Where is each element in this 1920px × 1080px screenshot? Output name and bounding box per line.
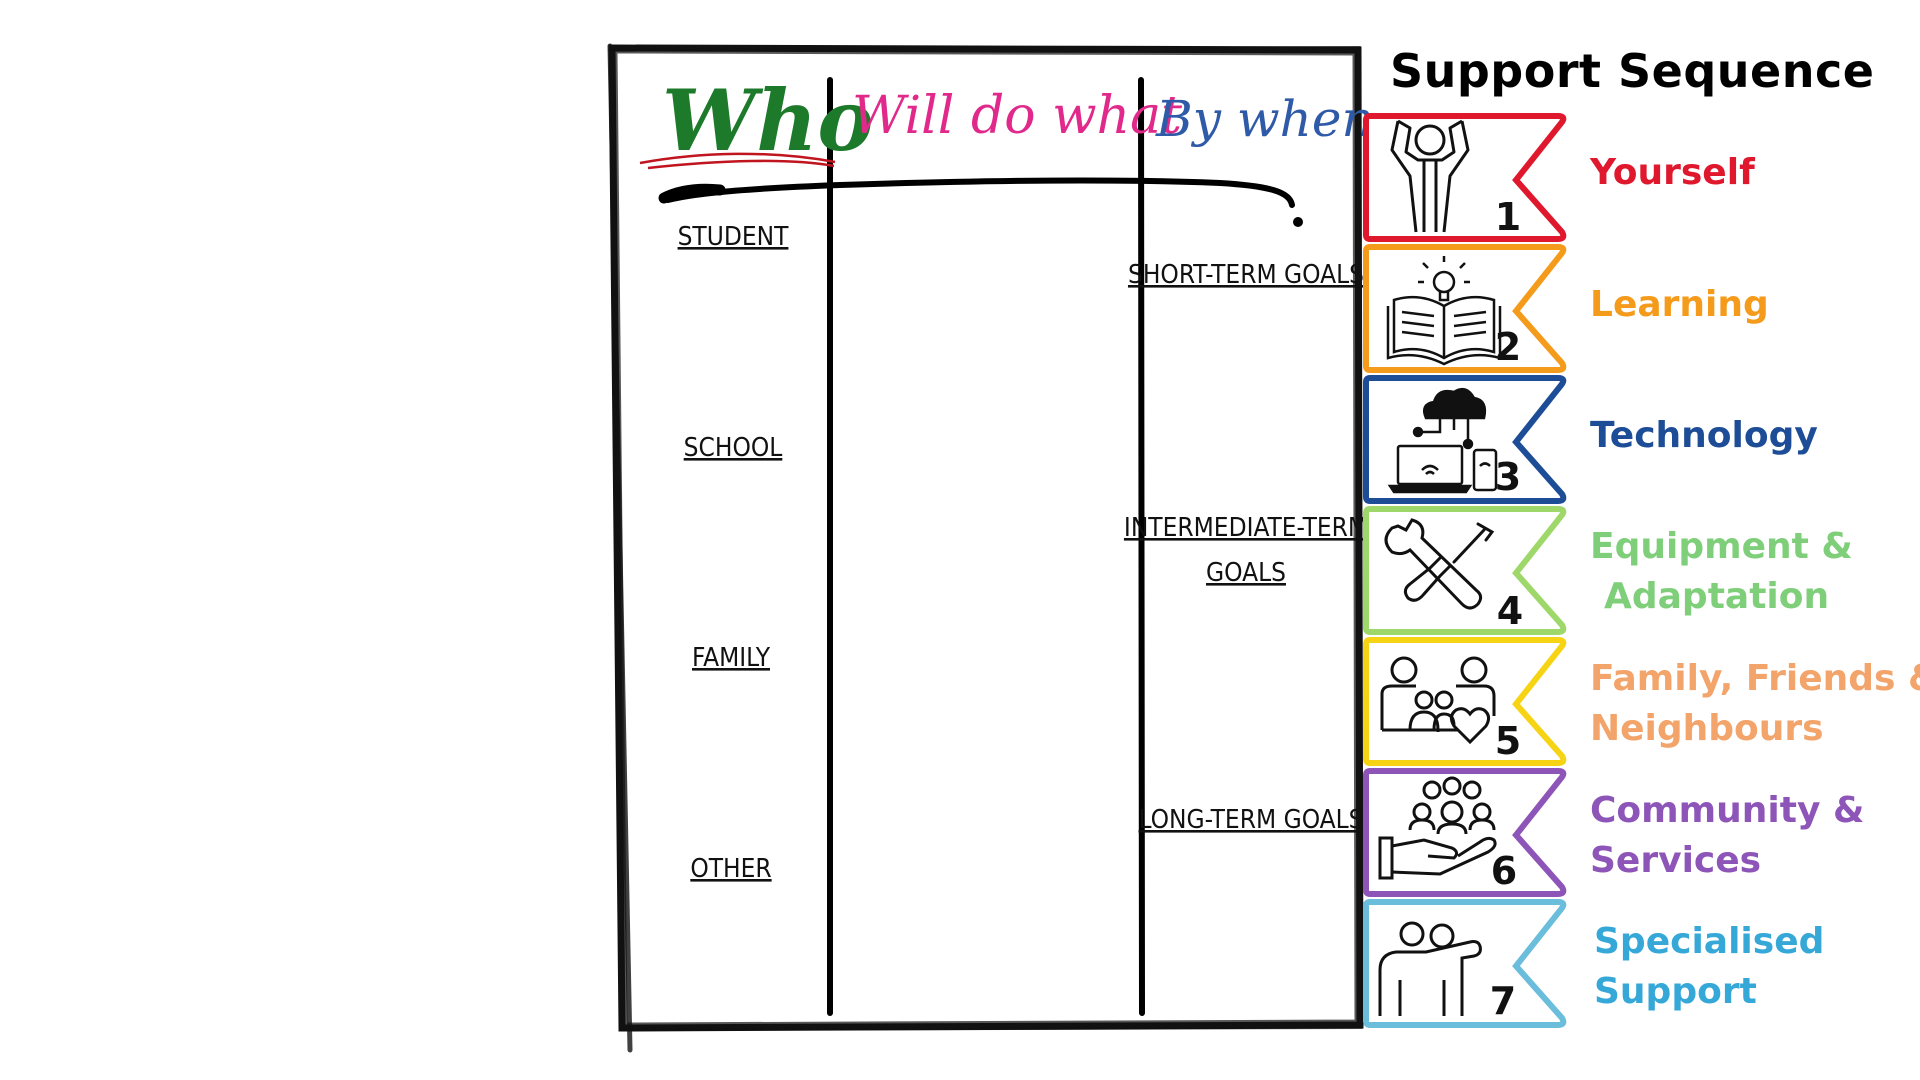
step-number: 7 (1490, 979, 1516, 1023)
flag-step-6: 6 (1363, 768, 1567, 897)
book-lightbulb-icon (1386, 256, 1502, 366)
step-label-line: Support (1594, 971, 1757, 1012)
step-label-line: Learning (1590, 284, 1769, 325)
timeframe-intermediate-term-line2: GOALS (1206, 558, 1286, 588)
who-row-label: STUDENT (678, 222, 790, 252)
flag-step-5: 5 (1363, 637, 1567, 766)
header-underline (665, 177, 1295, 208)
support-sequence-title: Support Sequence (1390, 44, 1875, 98)
step-number: 4 (1497, 589, 1523, 633)
step-number: 2 (1495, 325, 1521, 369)
step-label-line: Adaptation (1604, 576, 1830, 617)
header-underline-dot (1293, 217, 1303, 227)
cloud-devices-icon (1387, 387, 1498, 494)
step-label-line: Yourself (1590, 152, 1755, 193)
column-divider-2 (1138, 77, 1145, 1016)
timeframe-short-term: SHORT-TERM GOALS (1128, 260, 1364, 290)
step-label-line: Services (1590, 840, 1762, 881)
step-number: 6 (1491, 849, 1517, 893)
community-hand-icon (1378, 776, 1497, 880)
step-number: 5 (1495, 719, 1521, 763)
flag-step-4: 4 (1363, 506, 1567, 635)
who-row-label: SCHOOL (684, 433, 783, 463)
step-label-technology: Technology (1590, 411, 1818, 461)
flag-step-7: 7 (1363, 899, 1567, 1028)
who-flourish (639, 152, 836, 170)
step-label-line: Neighbours (1590, 708, 1824, 749)
flag-step-1: 1 (1363, 113, 1567, 242)
header-by-when: By when (1155, 90, 1374, 148)
who-row-label: FAMILY (692, 643, 771, 673)
step-number: 1 (1495, 195, 1521, 239)
flag-step-2: 2 (1363, 244, 1567, 373)
step-label-learning: Learning (1590, 280, 1769, 330)
step-label-line: Specialised (1594, 921, 1825, 962)
step-label-yourself: Yourself (1590, 148, 1755, 198)
step-label-line: Community & (1590, 790, 1865, 831)
step-number: 3 (1495, 455, 1521, 499)
step-label-line: Technology (1590, 415, 1818, 456)
family-heart-icon (1380, 656, 1496, 745)
strong-person-icon (1390, 119, 1470, 233)
tools-icon (1384, 518, 1495, 610)
header-who: Who (662, 71, 873, 170)
timeframe-long-term: LONG-TERM GOALS (1138, 805, 1363, 835)
timeframe-intermediate-term: INTERMEDIATE-TERM (1124, 513, 1368, 543)
step-label-line: Family, Friends & (1590, 658, 1920, 699)
flag-step-3: 3 (1363, 375, 1567, 504)
support-people-icon (1378, 921, 1482, 1016)
step-label-equipment: Equipment & Adaptation (1590, 522, 1853, 622)
step-label-line: Equipment & (1590, 526, 1853, 567)
who-row-label: OTHER (690, 854, 771, 884)
step-label-community: Community & Services (1590, 786, 1864, 886)
header-will-do-what: Will do what (852, 86, 1182, 146)
step-label-specialised: Specialised Support (1594, 917, 1824, 1017)
step-label-family: Family, Friends & Neighbours (1590, 654, 1920, 754)
header-underline-taper (658, 183, 726, 204)
table-frame (607, 43, 1364, 1053)
